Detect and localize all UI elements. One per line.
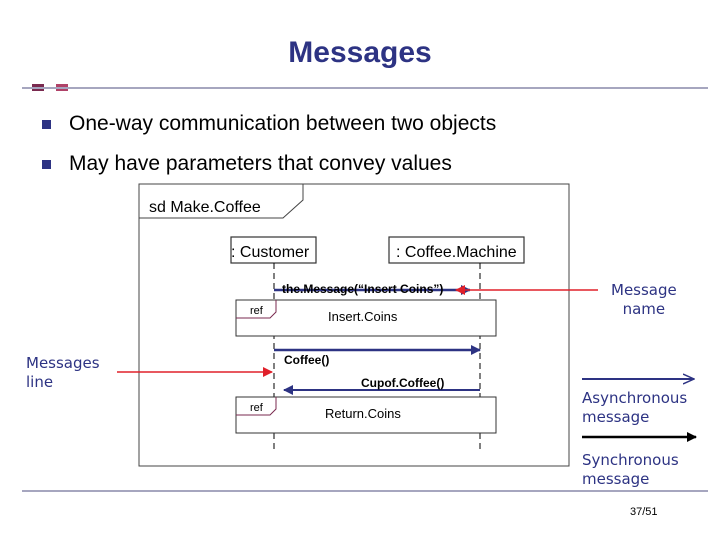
ref-label: Return.Coins <box>325 406 401 421</box>
title-divider <box>22 87 708 89</box>
ref-tag: ref <box>250 305 264 317</box>
messages-line-annotation: Messages line <box>26 354 100 392</box>
ref-tag: ref <box>250 402 264 414</box>
ref-tab <box>236 397 277 416</box>
sync-annotation: Synchronous message <box>582 451 679 489</box>
annotation-line: name <box>622 300 666 318</box>
annotation-line: line <box>26 373 54 391</box>
annotation-line: Asynchronous <box>582 389 688 407</box>
page-number: 37/51 <box>630 506 658 518</box>
ref-tab <box>236 300 277 319</box>
bullet-text: One-way communication between two object… <box>69 112 497 135</box>
annotation-line: Message <box>611 281 677 299</box>
ref-fragment <box>235 396 497 434</box>
annotation-line: message <box>582 470 650 488</box>
message-name-annotation: Message name <box>611 281 677 319</box>
message-label: Coffee() <box>284 353 329 367</box>
bullet-text: May have parameters that convey values <box>69 152 452 175</box>
frame-label-tab <box>139 184 304 219</box>
lifeline-machine-head <box>388 236 525 264</box>
square-bullet-icon <box>42 119 51 129</box>
ref-fragment <box>235 299 497 337</box>
bullet-item: May have parameters that convey values <box>42 152 452 176</box>
lifeline-customer-head <box>230 236 317 264</box>
message-label: Cupof.Coffee() <box>361 376 444 390</box>
footer-divider <box>22 490 708 492</box>
annotation-line: Messages <box>26 354 100 372</box>
interaction-frame <box>138 183 570 467</box>
async-annotation: Asynchronous message <box>582 389 687 427</box>
square-bullet-icon <box>42 159 51 169</box>
slide-title: Messages <box>288 36 432 69</box>
frame-label: sd Make.Coffee <box>149 199 261 216</box>
lifeline-machine-label: : Coffee.Machine <box>396 244 517 261</box>
message-label: the.Message(“Insert Coins”) <box>282 282 443 296</box>
ref-label: Insert.Coins <box>328 309 398 324</box>
annotation-line: message <box>582 408 650 426</box>
bullet-item: One-way communication between two object… <box>42 112 496 136</box>
annotation-line: Synchronous <box>582 451 679 469</box>
lifeline-customer-label: : Customer <box>231 244 310 261</box>
